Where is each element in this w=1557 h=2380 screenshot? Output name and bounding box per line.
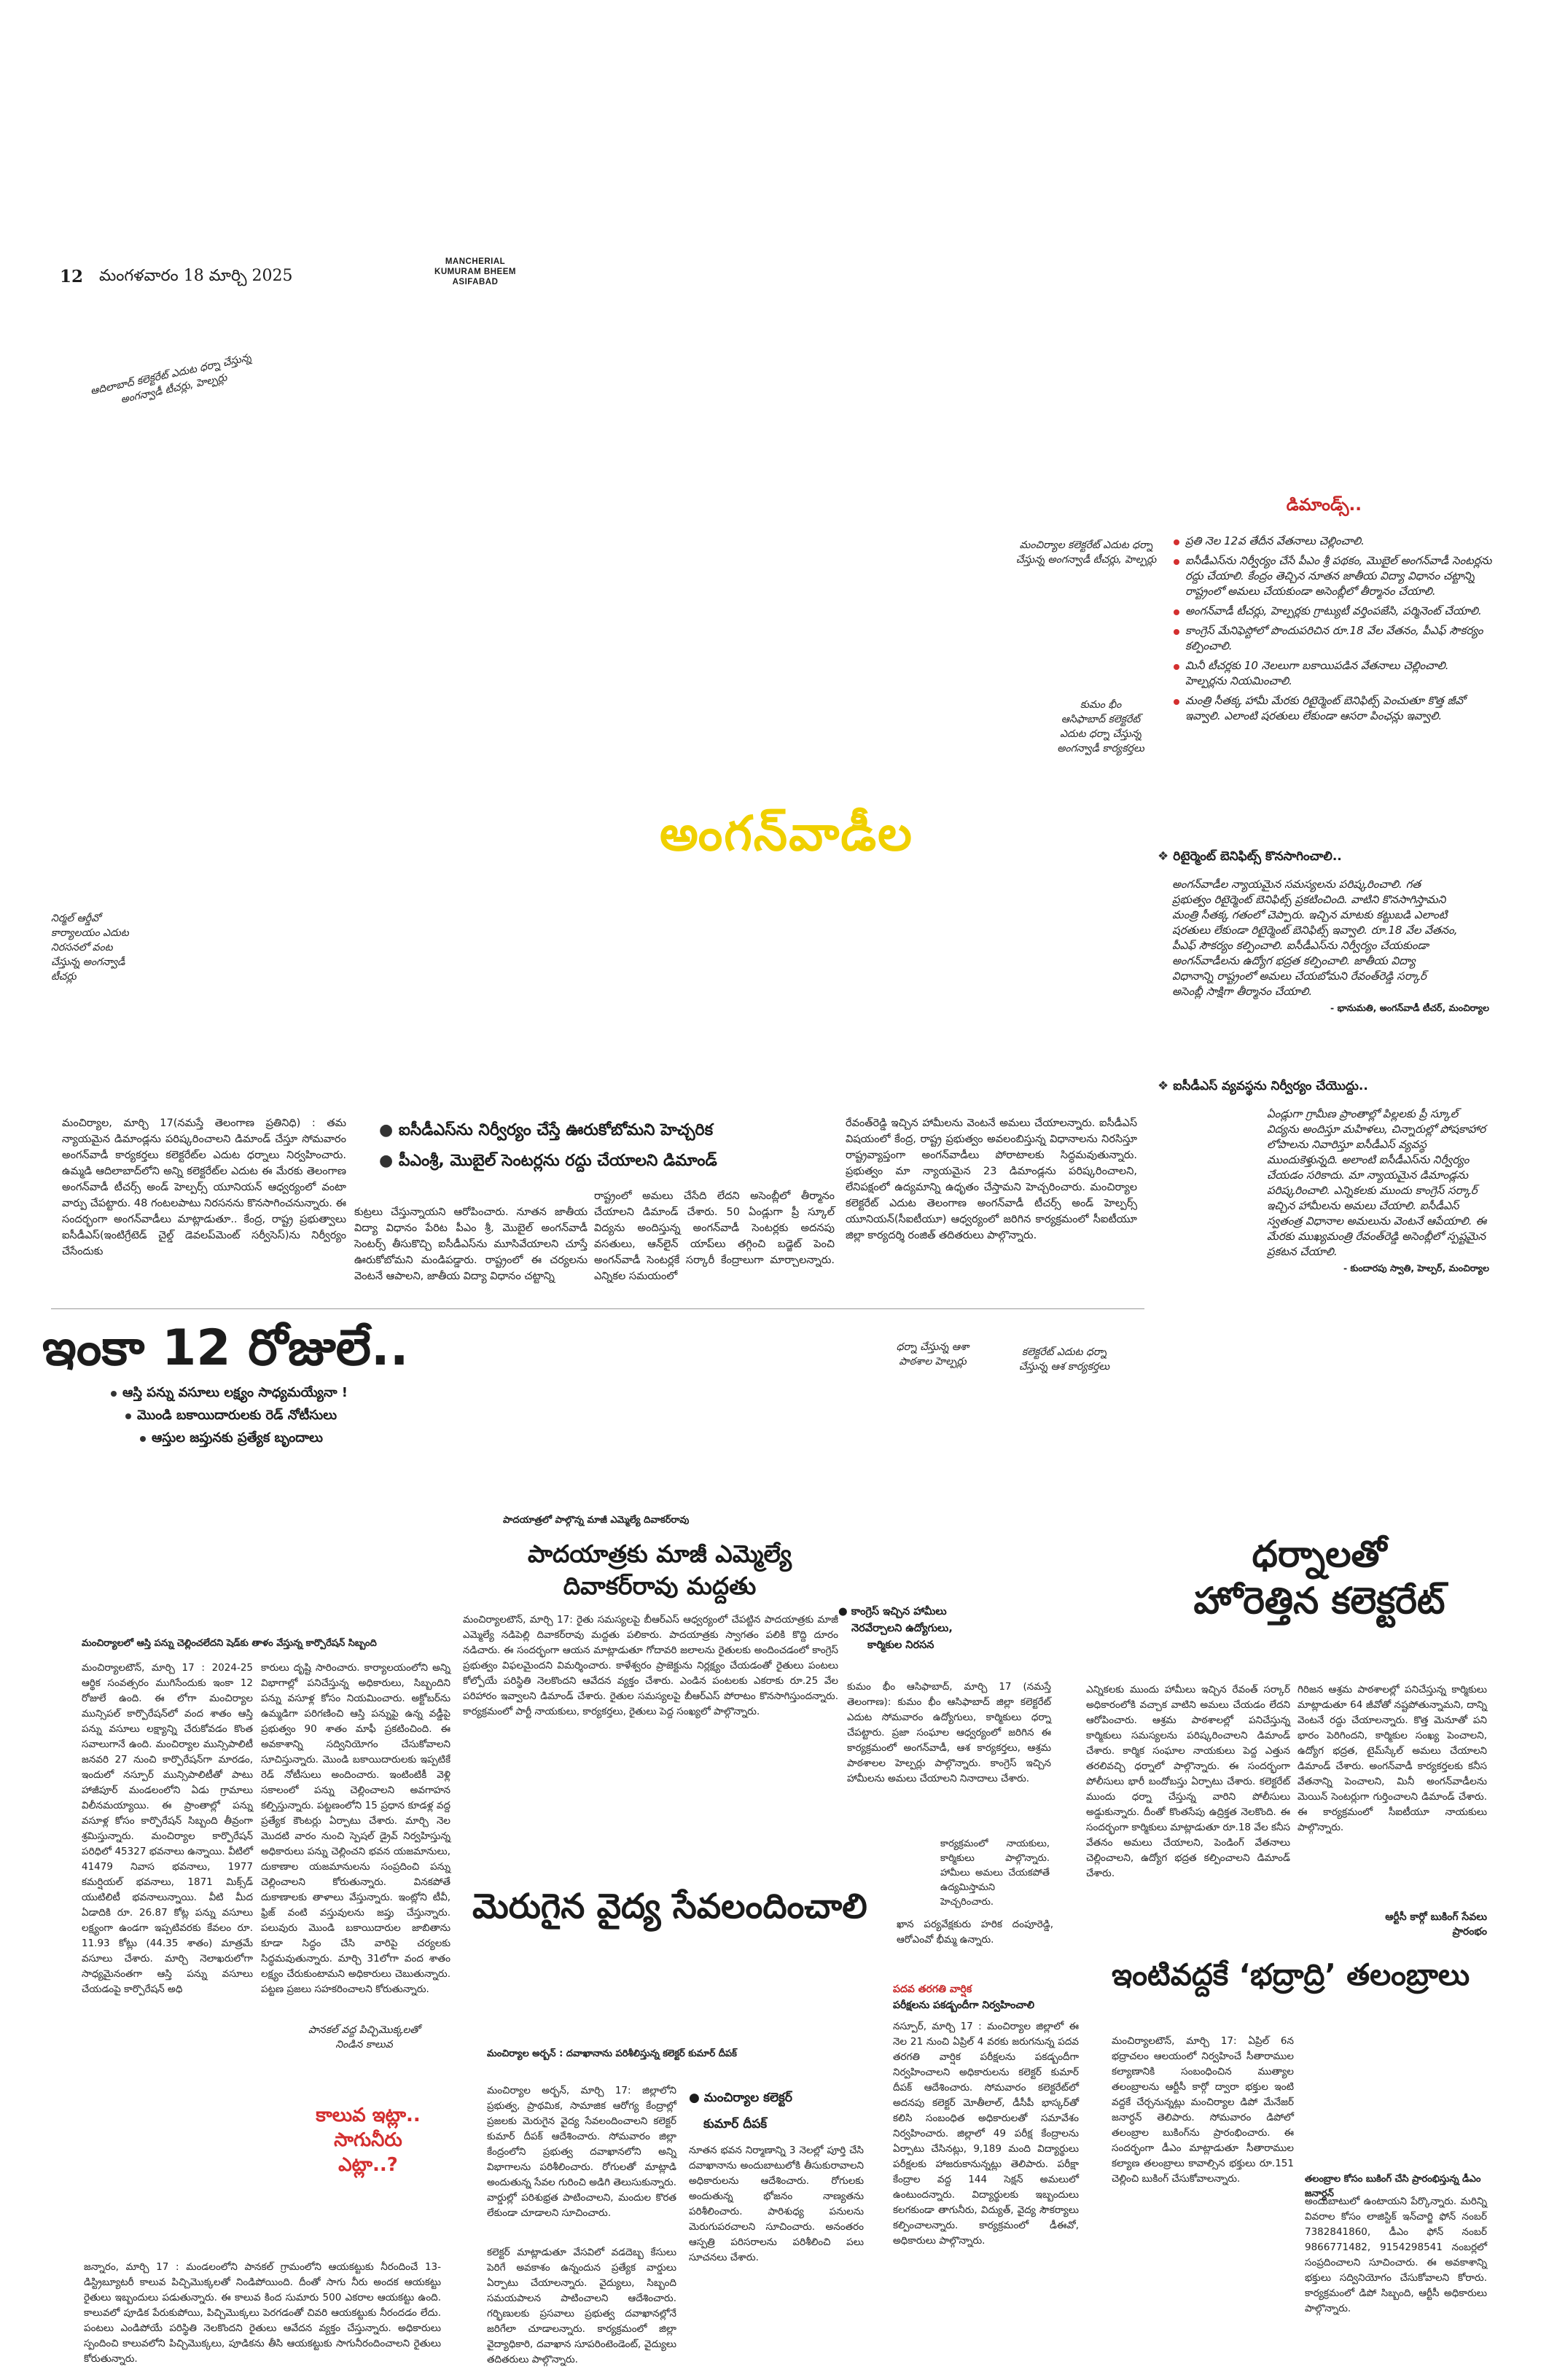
quote-title: రిటైర్మెంట్ బెనిఫిట్స్ కొనసాగించాలి..	[1173, 849, 1342, 864]
deck-line: ఐసీడీఎస్‌ను నిర్వీర్యం చేస్తే ఊరుకోబోమని…	[398, 1121, 714, 1139]
demand-item: కాంగ్రెస్ మేనిఫెస్టోలో పొందుపరిచిన రూ.18…	[1172, 623, 1493, 654]
photo-caption-asha: కలెక్టరేట్ ఎదుట ధర్నా చేస్తున్న ఆశ కార్య…	[1018, 1346, 1110, 1373]
quote-retirement: ❖ రిటైర్మెంట్ బెనిఫిట్స్ కొనసాగించాలి.. అ…	[1158, 849, 1489, 1016]
tax-col-1: మంచిర్యాలటౌన్, మార్చి 17 : 2024-25 ఆర్థి…	[82, 1662, 253, 1995]
congress-body-2: కార్యక్రమంలో నాయకులు, కార్మికులు పాల్గొన…	[940, 1838, 1050, 1908]
medical-col-3: నూతన భవన నిర్మాణాన్ని 3 నెలల్లో పూర్తి చ…	[689, 2145, 864, 2263]
medical-col-2: కలెక్టర్ మాట్లాడుతూ వేసవిలో వడదెబ్బ కేసు…	[487, 2247, 676, 2365]
deck-line: పీఎంశ్రీ, మొబైల్ సెంటర్లను రద్దు చేయాలని…	[398, 1152, 717, 1170]
dharna-headline-1: ధర్నాలతో	[1252, 1533, 1387, 1575]
photo-caption-canal: పానకల్ వద్ద పిచ్చిమొక్కలతో నిండిన కాలువ	[308, 2024, 421, 2051]
congress-line: కార్మికుల నిరసన	[867, 1639, 934, 1651]
bullet-icon: ●	[838, 1606, 851, 1618]
page-number: 12	[60, 267, 84, 286]
bhadradri-headline: ఇంటివద్దకే ‘భద్రాద్రి’ తలంబ్రాలు	[1112, 1957, 1470, 1992]
photo-caption-tax: మంచిర్యాలలో ఆస్తి పన్ను చెల్లించలేదని షె…	[82, 1638, 377, 1649]
quote-byline: - కుందారపు స్వాతి, హెల్పర్, మంచిర్యాల	[1343, 1263, 1489, 1273]
anganwadi-col-3: రాష్ట్రంలో అమలు చేసేది లేదని అసెంబ్లీలో …	[594, 1190, 835, 1282]
photo-caption-cargo: ఆర్టీసీ కార్గో బుకింగ్ సేవలు ప్రారంభం	[1385, 1911, 1487, 1938]
tax-bullet: ఆస్తి పన్ను వసూలు లక్ష్యం సాధ్యమయ్యేనా !	[109, 1385, 488, 1403]
bhadradri-col-2: అందుబాటులో ఉంటాయని పేర్కొన్నారు. మరిన్ని…	[1305, 2196, 1487, 2314]
anganwadi-col-1: మంచిర్యాల, మార్చి 17(నమస్తే తెలంగాణ ప్రత…	[62, 1117, 346, 1257]
dharna-col-2: గిరిజన ఆశ్రమ పాఠశాలల్లో పనిచేస్తున్న కార…	[1298, 1684, 1487, 1833]
exam-kicker-2: పరీక్షలను పకడ్బందీగా నిర్వహించాలి	[893, 1999, 1034, 2011]
photo-caption-dharna: ధర్నా చేస్తున్న ఆశా పాఠశాల హెల్పర్లు	[896, 1341, 969, 1367]
irrigation-headline-1: కాలువ ఇట్లా..	[316, 2104, 421, 2126]
bullet-icon: ●	[689, 2091, 704, 2105]
quote-icds: ❖ ఐసీడీఎస్ వ్యవస్థను నిర్వీర్యం చేయొద్దు.…	[1158, 1079, 1489, 1276]
medical-headline: మెరుగైన వైద్య సేవలందించాలి	[472, 1887, 867, 1927]
photo-caption-talambralu: తలంబ్రాల కోసం బుకింగ్ చేసి ప్రారంభిస్తున…	[1305, 2174, 1481, 2199]
tax-headline: ఇంకా 12 రోజులే..	[42, 1319, 409, 1377]
photo-caption-adilabad: ఆదిలాబాద్ కలెక్టరేట్ ఎదుట ధర్నా చేస్తున్…	[89, 351, 253, 406]
congress-line: కాంగ్రెస్ ఇచ్చిన హామీలు	[851, 1606, 947, 1618]
padayatra-headline-1: పాదయాత్రకు మాజీ ఎమ్మెల్యే	[528, 1540, 792, 1568]
congress-line: నెరవేర్చాలని ఉద్యోగులు,	[851, 1623, 953, 1634]
padayatra-headline-2: దివాకర్‌రావు మద్దతు	[563, 1572, 757, 1600]
edition-line-1: MANCHERIAL	[445, 257, 506, 266]
page-header: 12 మంగళవారం 18 మార్చి 2025	[51, 261, 459, 297]
congress-body: కుమం భీం ఆసిఫాబాద్, మార్చి 17 (నమస్తే తె…	[847, 1681, 1051, 1784]
bullet-icon: ●	[379, 1152, 399, 1170]
medical-subhead-2: కుమార్ దీపక్	[703, 2117, 768, 2131]
demand-item: ప్రతి నెల 12వ తేదీన వేతనాలు చెల్లించాలి.	[1172, 534, 1493, 549]
section-divider	[51, 1308, 1144, 1309]
dharna-col-1: ఎన్నికలకు ముందు హామీలు ఇచ్చిన రేవంత్ సర్…	[1086, 1684, 1290, 1879]
exam-kicker-1: పదవ తరగతి వార్షిక	[893, 1983, 972, 1995]
water-fragment: ఖాన పర్యవేక్షకురు హరిక దంపూరెడ్డి, ఆరోఎం…	[897, 1919, 1053, 1946]
quote-title: ఐసీడీఎస్ వ్యవస్థను నిర్వీర్యం చేయొద్దు..	[1173, 1079, 1368, 1093]
demands-title: డిమాండ్స్..	[1286, 496, 1362, 515]
padayatra-kicker: పాదయాత్రలో పాల్గొన్న మాజీ ఎమ్మెల్యే దివా…	[503, 1515, 690, 1526]
tax-col-2: కారులు దృష్టి సారించారు. కార్యాలయంలోని అ…	[261, 1662, 450, 1995]
medical-kicker: మంచిర్యాల అర్బన్ : దవాఖానాను పరిశీలిస్తు…	[487, 2048, 737, 2059]
irrigation-headline-2: సాగునీరు	[334, 2129, 402, 2151]
dharna-headline: ధర్నాలతో హోరెత్తిన కలెక్టరేట్	[1137, 1531, 1502, 1624]
irrigation-headline: కాలువ ఇట్లా.. సాగునీరు ఎట్లా..?	[299, 2103, 437, 2177]
exam-body: నస్పూర్, మార్చి 17 : మంచిర్యాల జిల్లాలో …	[893, 2021, 1079, 2247]
demand-item: ఐసీడీఎస్‌ను నిర్వీర్యం చేసే పీఎం శ్రీ పథ…	[1172, 553, 1493, 599]
tax-bullet: మొండి బకాయిదారులకు రెడ్ నోటీసులు	[124, 1408, 488, 1426]
bullet-icon: ●	[379, 1121, 399, 1139]
medical-subhead: ● మంచిర్యాల కలెక్టర్ కుమార్ దీపక్	[689, 2085, 849, 2137]
anganwadi-decks: ● ఐసీడీఎస్‌ను నిర్వీర్యం చేస్తే ఊరుకోబోమ…	[379, 1121, 846, 1174]
anganwadi-headline: అంగన్‌వాడీల	[660, 805, 913, 862]
anganwadi-col-2: కుట్రలు చేస్తున్నాయని ఆరోపించారు. నూతన జ…	[354, 1206, 588, 1282]
padayatra-headline: పాదయాత్రకు మాజీ ఎమ్మెల్యే దివాకర్‌రావు మ…	[470, 1538, 849, 1602]
medical-subhead-1: మంచిర్యాల కలెక్టర్	[703, 2091, 792, 2105]
congress-kicker: ● కాంగ్రెస్ ఇచ్చిన హామీలు నెరవేర్చాలని ఉ…	[838, 1604, 1028, 1654]
demands-list: ప్రతి నెల 12వ తేదీన వేతనాలు చెల్లించాలి.…	[1172, 534, 1493, 724]
demands-sidebar: డిమాండ్స్.. ప్రతి నెల 12వ తేదీన వేతనాలు …	[1172, 496, 1493, 728]
quote-text: ఏండ్లుగా గ్రామీణ ప్రాంతాల్లో పిల్లలకు ప్…	[1267, 1107, 1487, 1258]
edition-line-3: ASIFABAD	[452, 278, 499, 286]
photo-caption-mancherial: మంచిర్యాల కలెక్టరేట్ ఎదుట ధర్నా చేస్తున్…	[1015, 539, 1157, 566]
dharna-headline-2: హోరెత్తిన కలెక్టరేట్	[1193, 1580, 1445, 1622]
tax-bullet: ఆస్తుల జప్తునకు ప్రత్యేక బృందాలు	[138, 1430, 488, 1448]
irrigation-body: జన్నారం, మార్చి 17 : మండలంలోని పానకల్ గ్…	[84, 2261, 441, 2365]
quote-byline: - భానుమతి, అంగన్‌వాడీ టీచర్, మంచిర్యాల	[1330, 1002, 1489, 1013]
photo-caption-nirmal: నిర్మల్ ఆర్డీవో కార్యాలయం ఎదుట నిరసనలో వ…	[51, 913, 129, 983]
anganwadi-col-4: రేవంత్‌రెడ్డి ఇచ్చిన హామీలను వెంటనే అమలు…	[846, 1117, 1137, 1241]
exam-kicker: పదవ తరగతి వార్షిక పరీక్షలను పకడ్బందీగా న…	[893, 1981, 1082, 2013]
edition-block: MANCHERIAL KUMURAM BHEEM ASIFABAD	[430, 257, 520, 287]
quote-text: అంగన్‌వాడీల న్యాయమైన సమస్యలను పరిష్కరించ…	[1172, 878, 1458, 998]
padayatra-body: మంచిర్యాలటౌన్, మార్చి 17: రైతు సమస్యలపై …	[463, 1614, 838, 1717]
photo-caption-asifabad: కుమం భీం ఆసిఫాబాద్ కలెక్టరేట్ ఎదుట ధర్నా…	[1057, 699, 1144, 754]
bhadradri-col-1: మంచిర్యాలటౌన్, మార్చి 17: ఏప్రిల్ 6న భద్…	[1112, 2035, 1294, 2185]
diamond-icon: ❖	[1158, 849, 1169, 864]
medical-col-1: మంచిర్యాల అర్బన్, మార్చి 17: జిల్లాలోని …	[487, 2085, 676, 2219]
demand-item: మంత్రి సీతక్క హామీ మేరకు రిటైర్మెంట్ బెన…	[1172, 693, 1493, 724]
edition-line-2: KUMURAM BHEEM	[434, 268, 516, 276]
page-date: మంగళవారం 18 మార్చి 2025	[99, 267, 293, 285]
demand-item: అంగన్‌వాడీ టీచర్లు, హెల్పర్లకు గ్రాట్యుట…	[1172, 604, 1493, 619]
irrigation-headline-3: ఎట్లా..?	[338, 2154, 398, 2176]
demand-item: మినీ టీచర్లకు 10 నెలలుగా బకాయిపడిన వేతనా…	[1172, 658, 1493, 689]
tax-bullets: ఆస్తి పన్ను వసూలు లక్ష్యం సాధ్యమయ్యేనా !…	[109, 1385, 488, 1453]
diamond-icon: ❖	[1158, 1079, 1169, 1093]
